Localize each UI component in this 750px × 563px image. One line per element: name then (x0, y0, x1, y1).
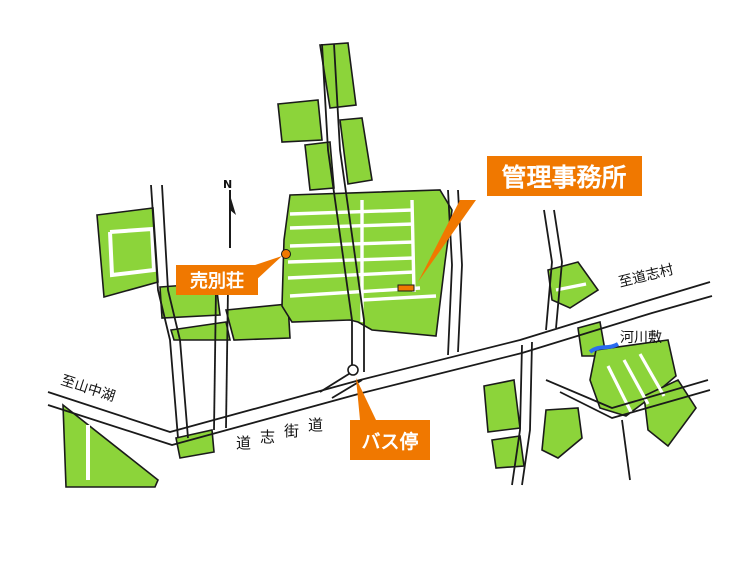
lots-north (277, 42, 453, 337)
river-marker (588, 342, 620, 354)
villa-callout: 売別荘 (176, 256, 282, 295)
road-name-label: 道 志 街 道 (236, 416, 323, 452)
office-label: 管理事務所 (501, 163, 626, 192)
roads (47, 43, 713, 486)
to-doshi-label: 至道志村 (617, 262, 675, 291)
north-label: N (223, 178, 232, 191)
lots-west (62, 207, 291, 488)
lots-east-inner-roads (555, 282, 666, 415)
villa-marker (281, 249, 291, 259)
bus-stop-callout: バス停 (350, 378, 430, 460)
villa-label: 売別荘 (190, 270, 244, 292)
to-yamanakako-label: 至山中湖 (59, 373, 117, 406)
lots-west-inner-roads (86, 226, 157, 480)
north-arrow-icon: N (223, 178, 236, 248)
road-char-4: 道 (308, 416, 323, 434)
road-char-3: 街 (284, 422, 299, 440)
river-label: 河川敷 (620, 330, 662, 346)
lots-east (483, 261, 697, 469)
bus-stop-marker (347, 364, 359, 376)
office-callout: 管理事務所 (418, 156, 642, 282)
road-char-2: 志 (260, 428, 275, 446)
bus-stop-label: バス停 (361, 430, 418, 453)
office-marker (397, 284, 415, 292)
road-char-1: 道 (236, 434, 251, 452)
